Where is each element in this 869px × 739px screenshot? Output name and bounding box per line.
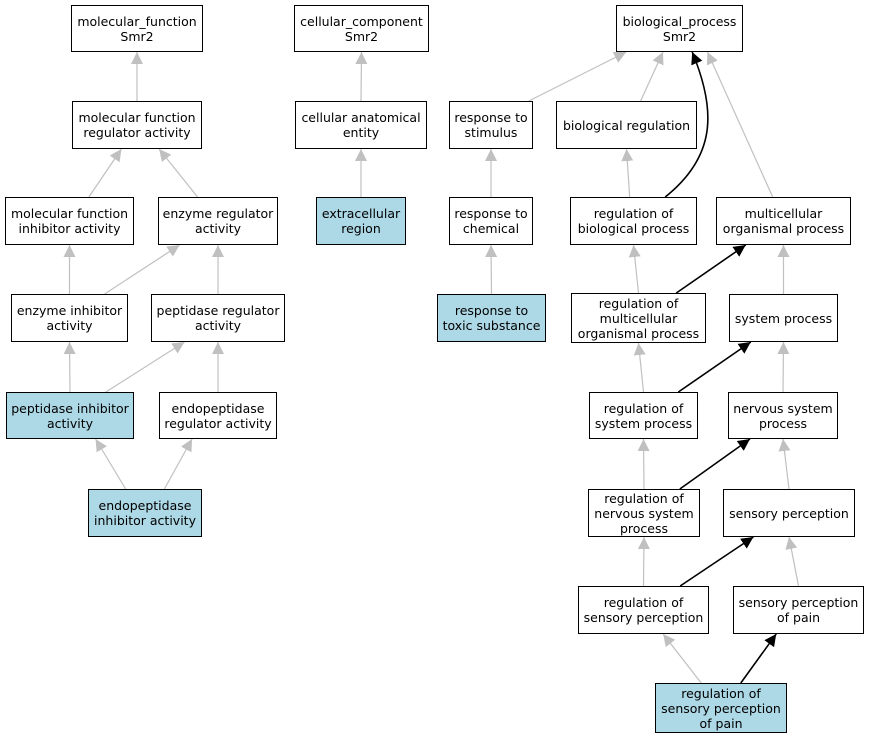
edge-response-to-toxic-to-response-to-chemical	[485, 244, 498, 295]
node-molecular-function[interactable]: molecular_function Smr2	[71, 5, 203, 52]
node-biological-process[interactable]: biological_process Smr2	[616, 5, 743, 52]
edge-regulation-of-sensory-pain-to-regulation-of-sensory	[662, 633, 702, 684]
edge-regulation-of-nervous-to-nervous-system-process	[679, 438, 751, 490]
node-enzyme-regulator-activity[interactable]: enzyme regulator activity	[158, 197, 278, 245]
node-sensory-perception-of-pain[interactable]: sensory perception of pain	[733, 586, 864, 634]
edge-sensory-perception-pain-to-sensory-perception	[785, 536, 800, 587]
edge-cellular-anatomical-entity-to-cellular-component	[355, 51, 368, 102]
edge-endopeptidase-inhibitor-to-peptidase-inhibitor	[95, 438, 127, 490]
node-regulation-of-biological-process[interactable]: regulation of biological process	[570, 197, 697, 245]
edge-response-to-stimulus-to-biological-process	[528, 51, 627, 102]
edge-regulation-of-system-to-system-process	[677, 341, 752, 393]
edge-regulation-of-sensory-to-regulation-of-nervous	[637, 536, 650, 587]
edge-regulation-of-nervous-to-regulation-of-system	[637, 438, 650, 490]
node-molecular-function-inhibitor-activity[interactable]: molecular function inhibitor activity	[5, 197, 134, 245]
node-response-to-stimulus[interactable]: response to stimulus	[449, 101, 533, 149]
node-regulation-of-sensory-perception-of-pain[interactable]: regulation of sensory perception of pain	[655, 683, 787, 733]
node-system-process[interactable]: system process	[729, 294, 838, 342]
edge-enzyme-regulator-to-mf-regulator	[158, 148, 199, 198]
node-endopeptidase-regulator-activity[interactable]: endopeptidase regulator activity	[159, 392, 277, 439]
node-sensory-perception[interactable]: sensory perception	[723, 489, 855, 537]
node-response-to-toxic-substance[interactable]: response to toxic substance	[437, 294, 546, 342]
node-nervous-system-process[interactable]: nervous system process	[728, 392, 838, 439]
edge-regulation-of-bp-to-biological-regulation	[621, 148, 634, 198]
edge-regulation-of-bp-to-biological-process	[664, 51, 709, 198]
node-extracellular-region[interactable]: extracellular region	[316, 197, 406, 245]
node-response-to-chemical[interactable]: response to chemical	[449, 197, 533, 245]
edge-enzyme-inhibitor-to-enzyme-regulator	[104, 244, 180, 295]
edge-sensory-perception-to-nervous-system-process	[778, 438, 791, 490]
node-regulation-of-sensory-perception[interactable]: regulation of sensory perception	[578, 586, 709, 634]
edge-peptidase-inhibitor-to-peptidase-regulator	[105, 341, 185, 393]
node-enzyme-inhibitor-activity[interactable]: enzyme inhibitor activity	[11, 294, 128, 342]
node-endopeptidase-inhibitor-activity[interactable]: endopeptidase inhibitor activity	[88, 489, 202, 537]
edge-regulation-of-multicellular-to-regulation-of-bp	[628, 244, 641, 294]
edge-regulation-of-sensory-pain-to-sensory-perception-pain	[740, 633, 777, 684]
node-molecular-function-regulator-activity[interactable]: molecular function regulator activity	[72, 101, 202, 149]
edge-mf-inhibitor-to-mf-regulator	[88, 148, 122, 198]
edge-endopeptidase-inhibitor-to-endopeptidase-regulator	[163, 438, 193, 490]
node-regulation-of-system-process[interactable]: regulation of system process	[589, 392, 698, 439]
edge-nervous-system-process-to-system-process	[777, 341, 790, 393]
edge-peptidase-inhibitor-to-enzyme-inhibitor	[63, 341, 76, 393]
edge-regulation-of-multicellular-to-multicellular-process	[675, 244, 747, 294]
edge-multicellular-process-to-biological-process	[706, 51, 774, 198]
edge-regulation-of-system-to-regulation-of-multicellular	[633, 342, 646, 393]
node-peptidase-regulator-activity[interactable]: peptidase regulator activity	[151, 294, 285, 342]
node-peptidase-inhibitor-activity[interactable]: peptidase inhibitor activity	[6, 392, 134, 439]
edge-regulation-of-sensory-to-sensory-perception	[679, 536, 754, 587]
node-multicellular-organismal-process[interactable]: multicellular organismal process	[716, 197, 851, 245]
node-regulation-of-multicellular-organismal-process[interactable]: regulation of multicellular organismal p…	[571, 293, 706, 343]
node-regulation-of-nervous-system-process[interactable]: regulation of nervous system process	[588, 489, 700, 537]
node-cellular-component[interactable]: cellular_component Smr2	[294, 5, 429, 52]
node-cellular-anatomical-entity[interactable]: cellular anatomical entity	[295, 101, 427, 149]
edge-biological-regulation-to-biological-process	[640, 51, 664, 102]
node-biological-regulation[interactable]: biological regulation	[556, 101, 697, 149]
